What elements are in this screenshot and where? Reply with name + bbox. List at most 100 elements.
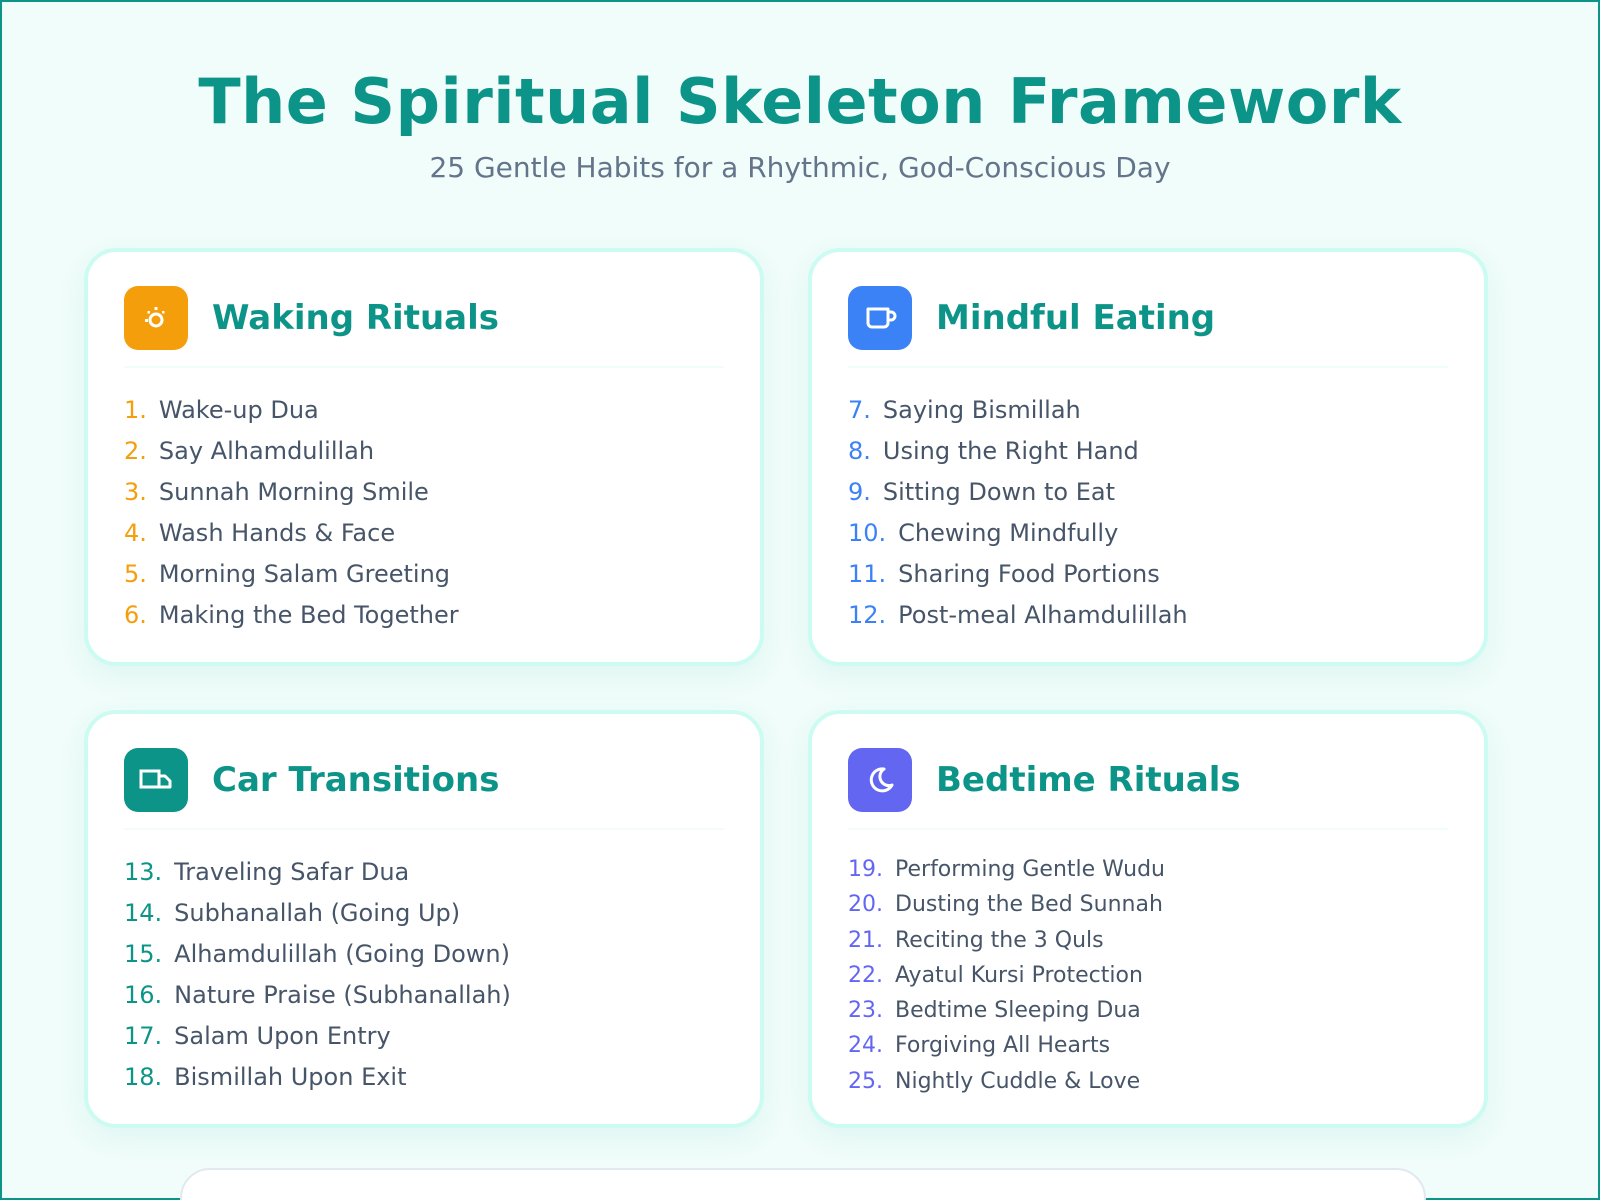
item-label: Post-meal Alhamdulillah xyxy=(898,601,1188,629)
item-number: 16. xyxy=(124,981,163,1009)
list-item: 22. Ayatul Kursi Protection xyxy=(848,958,1448,993)
card-header: Car Transitions xyxy=(124,748,724,830)
item-number: 6. xyxy=(124,601,147,629)
item-number: 3. xyxy=(124,478,147,506)
moon-icon xyxy=(848,748,912,812)
item-number: 13. xyxy=(124,858,163,886)
list-item: 18. Bismillah Upon Exit xyxy=(124,1057,724,1098)
list-item: 12. Post-meal Alhamdulillah xyxy=(848,595,1448,636)
list-item: 23. Bedtime Sleeping Dua xyxy=(848,993,1448,1028)
item-label: Making the Bed Together xyxy=(158,601,459,629)
item-number: 19. xyxy=(848,857,883,882)
item-number: 1. xyxy=(124,396,147,424)
item-label: Subhanallah (Going Up) xyxy=(174,899,461,927)
item-label: Morning Salam Greeting xyxy=(158,560,451,588)
item-number: 12. xyxy=(848,601,887,629)
card-mindful-eating: Mindful Eating 7. Saying Bismillah 8. Usin… xyxy=(808,248,1488,666)
item-label: Wake-up Dua xyxy=(158,396,319,424)
list-item: 11. Sharing Food Portions xyxy=(848,554,1448,595)
habit-list: 19. Performing Gentle Wudu 20. Dusting the… xyxy=(848,852,1448,1099)
list-item: 2. Say Alhamdulillah xyxy=(124,431,724,472)
item-label: Chewing Mindfully xyxy=(898,519,1119,547)
list-item: 19. Performing Gentle Wudu xyxy=(848,852,1448,887)
item-number: 14. xyxy=(124,899,163,927)
list-item: 21. Reciting the 3 Quls xyxy=(848,923,1448,958)
item-number: 7. xyxy=(848,396,871,424)
item-label: Sharing Food Portions xyxy=(898,560,1160,588)
item-label: Say Alhamdulillah xyxy=(158,437,375,465)
list-item: 17. Salam Upon Entry xyxy=(124,1016,724,1057)
item-number: 25. xyxy=(848,1068,883,1094)
item-label: Salam Upon Entry xyxy=(174,1022,391,1050)
list-item: 10. Chewing Mindfully xyxy=(848,513,1448,554)
list-item: 9. Sitting Down to Eat xyxy=(848,472,1448,513)
list-item: 20. Dusting the Bed Sunnah xyxy=(848,887,1448,922)
item-number: 4. xyxy=(124,519,147,547)
list-item: 1. Wake-up Dua xyxy=(124,390,724,431)
item-number: 18. xyxy=(124,1063,163,1091)
item-label: Bismillah Upon Exit xyxy=(174,1063,407,1091)
item-label: Performing Gentle Wudu xyxy=(895,857,1165,882)
item-number: 24. xyxy=(848,1033,883,1059)
item-number: 11. xyxy=(848,560,887,588)
card-bedtime-rituals: Bedtime Rituals 19. Performing Gentle Wud… xyxy=(808,710,1488,1128)
item-label: Traveling Safar Dua xyxy=(174,858,410,886)
item-label: Reciting the 3 Quls xyxy=(895,927,1104,953)
card-waking-rituals: Waking Rituals 1. Wake-up Dua 2. Say Alham… xyxy=(84,248,764,666)
item-number: 20. xyxy=(848,892,883,918)
item-number: 10. xyxy=(848,519,887,547)
card-header: Waking Rituals xyxy=(124,286,724,368)
item-number: 15. xyxy=(124,940,163,968)
item-number: 21. xyxy=(848,927,883,953)
item-label: Forgiving All Hearts xyxy=(895,1033,1111,1059)
item-number: 9. xyxy=(848,478,871,506)
page-subtitle: 25 Gentle Habits for a Rhythmic, God-Con… xyxy=(429,151,1171,184)
card-title: Mindful Eating xyxy=(936,298,1216,338)
list-item: 13. Traveling Safar Dua xyxy=(124,852,724,893)
habit-list: 13. Traveling Safar Dua 14. Subhanallah (G… xyxy=(124,852,724,1098)
list-item: 25. Nightly Cuddle & Love xyxy=(848,1064,1448,1099)
partial-card-below-fold xyxy=(180,1168,1426,1200)
list-item: 24. Forgiving All Hearts xyxy=(848,1028,1448,1063)
item-label: Nature Praise (Subhanallah) xyxy=(174,981,511,1009)
item-number: 2. xyxy=(124,437,147,465)
item-label: Wash Hands & Face xyxy=(158,519,396,547)
list-item: 5. Morning Salam Greeting xyxy=(124,554,724,595)
truck-icon xyxy=(124,748,188,812)
item-number: 8. xyxy=(848,437,871,465)
item-label: Ayatul Kursi Protection xyxy=(895,962,1143,988)
card-car-transitions: Car Transitions 13. Traveling Safar Dua 1… xyxy=(84,710,764,1128)
list-item: 6. Making the Bed Together xyxy=(124,595,724,636)
cup-icon xyxy=(848,286,912,350)
habit-grid: Waking Rituals 1. Wake-up Dua 2. Say Alham… xyxy=(84,248,1516,1128)
item-label: Bedtime Sleeping Dua xyxy=(895,998,1141,1024)
item-label: Saying Bismillah xyxy=(882,396,1081,424)
item-label: Nightly Cuddle & Love xyxy=(895,1068,1141,1094)
list-item: 8. Using the Right Hand xyxy=(848,431,1448,472)
card-title: Bedtime Rituals xyxy=(936,760,1241,800)
card-header: Mindful Eating xyxy=(848,286,1448,368)
list-item: 3. Sunnah Morning Smile xyxy=(124,472,724,513)
card-header: Bedtime Rituals xyxy=(848,748,1448,830)
item-label: Dusting the Bed Sunnah xyxy=(895,892,1163,918)
list-item: 14. Subhanallah (Going Up) xyxy=(124,893,724,934)
item-label: Sitting Down to Eat xyxy=(882,478,1116,506)
item-label: Using the Right Hand xyxy=(882,437,1139,465)
sunrise-icon xyxy=(124,286,188,350)
card-title: Waking Rituals xyxy=(212,298,500,338)
item-number: 5. xyxy=(124,560,147,588)
page-header: The Spiritual Skeleton Framework 25 Gent… xyxy=(84,64,1516,186)
item-number: 17. xyxy=(124,1022,163,1050)
habit-list: 1. Wake-up Dua 2. Say Alhamdulillah 3. Sunn… xyxy=(124,390,724,636)
item-number: 23. xyxy=(848,998,883,1024)
item-label: Sunnah Morning Smile xyxy=(158,478,429,506)
habit-list: 7. Saying Bismillah 8. Using the Right Han… xyxy=(848,390,1448,636)
item-number: 22. xyxy=(848,962,883,988)
item-label: Alhamdulillah (Going Down) xyxy=(174,940,510,968)
list-item: 7. Saying Bismillah xyxy=(848,390,1448,431)
list-item: 16. Nature Praise (Subhanallah) xyxy=(124,975,724,1016)
page: The Spiritual Skeleton Framework 25 Gent… xyxy=(2,2,1598,1128)
list-item: 15. Alhamdulillah (Going Down) xyxy=(124,934,724,975)
list-item: 4. Wash Hands & Face xyxy=(124,513,724,554)
page-title: The Spiritual Skeleton Framework xyxy=(198,65,1402,138)
